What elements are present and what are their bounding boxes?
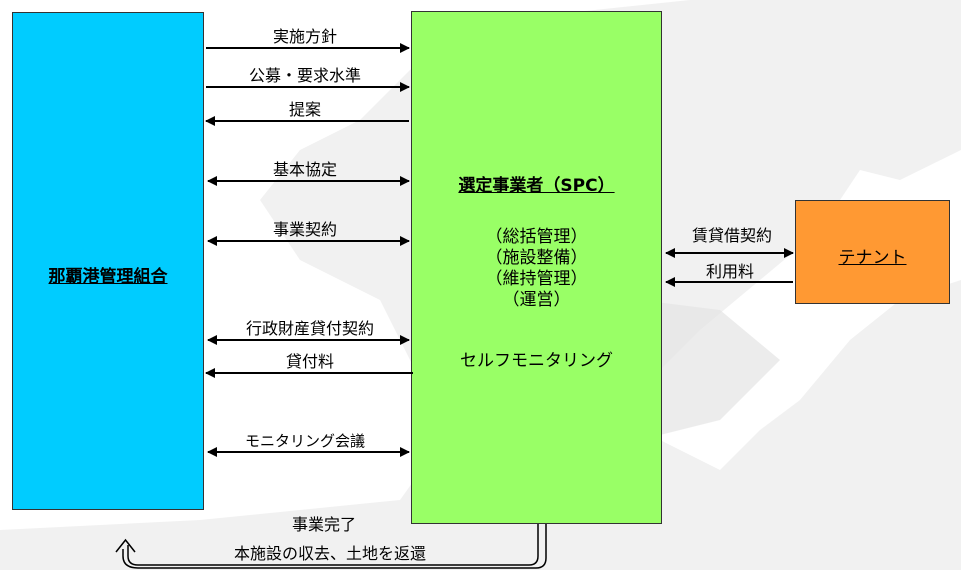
spc-monitoring-label: セルフモニタリング <box>460 351 613 371</box>
label-monitoring-meeting: モニタリング会議 <box>244 432 366 450</box>
spc-role: （施設整備） <box>485 248 588 268</box>
label-proposal: 提案 <box>288 100 322 119</box>
label-project-completion: 事業完了 <box>291 515 357 534</box>
spc-box: 選定事業者（SPC） （総括管理） （施設整備） （維持管理） （運営） セルフ… <box>411 11 662 524</box>
spc-role: （運営） <box>502 290 571 310</box>
spc-roles: （総括管理） （施設整備） （維持管理） （運営） <box>412 227 661 311</box>
arrow-return-land <box>127 524 539 566</box>
label-basic-agreement: 基本協定 <box>272 160 338 179</box>
label-rental-contract: 賃貸借契約 <box>691 226 773 245</box>
port-authority-label: 那覇港管理組合 <box>48 267 168 287</box>
label-lease-fee: 貸付料 <box>285 352 335 371</box>
spc-role: （総括管理） <box>485 227 588 247</box>
label-usage-fee: 利用料 <box>705 262 755 281</box>
spc-role: （維持管理） <box>485 269 588 289</box>
label-lease-contract: 行政財産貸付契約 <box>245 319 375 338</box>
arrow-return-land-inner <box>122 524 547 569</box>
port-authority-box: 那覇港管理組合 <box>12 12 204 510</box>
label-return-land: 本施設の収去、土地を返還 <box>233 544 427 563</box>
label-tender: 公募・要求水準 <box>248 66 362 85</box>
label-policy: 実施方針 <box>272 27 338 46</box>
return-arrow-head <box>115 538 136 553</box>
tenant-box: テナント <box>795 200 950 304</box>
tenant-label: テナント <box>838 248 907 268</box>
spc-title: 選定事業者（SPC） <box>458 176 615 196</box>
label-project-contract: 事業契約 <box>272 220 338 239</box>
